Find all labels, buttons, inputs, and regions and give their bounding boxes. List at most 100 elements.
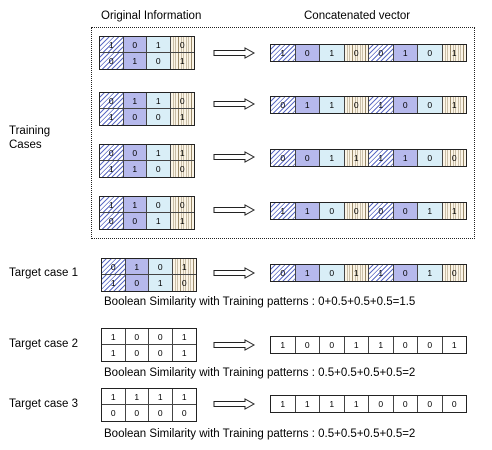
arrow-icon xyxy=(213,98,255,110)
original-information-header: Original Information xyxy=(101,10,202,22)
grid-cell: 1 xyxy=(172,259,196,275)
grid-cell: 0 xyxy=(102,259,126,275)
vector-cell: 1 xyxy=(271,337,296,353)
grid-cell: 1 xyxy=(147,37,171,53)
arrow-icon xyxy=(213,47,255,59)
vector-cell: 0 xyxy=(344,203,369,219)
vector-cell: 1 xyxy=(393,45,418,61)
similarity-text-3: Boolean Similarity with Training pattern… xyxy=(104,428,416,440)
grid-cell: 0 xyxy=(123,109,147,125)
grid-cell: 0 xyxy=(149,345,173,361)
grid-cell: 0 xyxy=(170,161,194,177)
target-case-1-label: Target case 1 xyxy=(9,267,79,279)
vector-cell: 0 xyxy=(295,337,320,353)
arrow-icon xyxy=(213,151,255,163)
vector-cell: 1 xyxy=(442,45,466,61)
vector-cell: 1 xyxy=(418,203,443,219)
grid-cell: 0 xyxy=(100,145,124,161)
vector-cell: 1 xyxy=(393,150,418,166)
vector-cell: 0 xyxy=(369,45,394,61)
grid-cell: 1 xyxy=(102,389,126,405)
grid-cell: 0 xyxy=(123,213,147,229)
grid-cell: 1 xyxy=(170,109,194,125)
grid-cell: 1 xyxy=(102,275,126,291)
vector-cell: 1 xyxy=(369,150,394,166)
vector-cell: 0 xyxy=(295,45,320,61)
grid-cell: 1 xyxy=(100,109,124,125)
vector-cell: 0 xyxy=(442,265,466,281)
vector-cell: 1 xyxy=(344,150,369,166)
grid-cell: 1 xyxy=(170,213,194,229)
grid-cell: 0 xyxy=(123,37,147,53)
target-case-2-label: Target case 2 xyxy=(9,338,79,350)
arrow-icon xyxy=(213,267,255,279)
grid-cell: 1 xyxy=(172,329,196,345)
grid-cell: 0 xyxy=(147,197,171,213)
vector-cell: 1 xyxy=(320,396,345,412)
vector-cell: 0 xyxy=(369,396,394,412)
grid-cell: 1 xyxy=(172,345,196,361)
grid-cell: 0 xyxy=(170,93,194,109)
vector-cell: 1 xyxy=(320,97,345,113)
vector-cell: 0 xyxy=(271,265,296,281)
vector-cell: 0 xyxy=(418,337,443,353)
vector-cell: 1 xyxy=(271,45,296,61)
vector-cell: 0 xyxy=(344,97,369,113)
vector-cell: 1 xyxy=(442,97,466,113)
vector-cell: 0 xyxy=(369,203,394,219)
grid-cell: 1 xyxy=(123,197,147,213)
grid-cell: 0 xyxy=(149,329,173,345)
vector-cell: 1 xyxy=(320,150,345,166)
vector-cell: 0 xyxy=(442,150,466,166)
grid-cell: 1 xyxy=(123,161,147,177)
arrow-icon xyxy=(213,204,255,216)
grid-cell: 1 xyxy=(149,389,173,405)
vector-cell: 1 xyxy=(295,265,320,281)
similarity-text-1: Boolean Similarity with Training pattern… xyxy=(104,296,416,308)
vector-cell: 0 xyxy=(393,265,418,281)
grid-cell: 1 xyxy=(102,329,126,345)
concatenated-vector-header: Concatenated vector xyxy=(304,10,411,22)
grid-cell: 0 xyxy=(149,259,173,275)
grid-cell: 0 xyxy=(147,161,171,177)
grid-cell: 0 xyxy=(147,53,171,69)
vector-cell: 1 xyxy=(369,337,394,353)
vector-cell: 0 xyxy=(418,45,443,61)
grid-cell: 1 xyxy=(102,345,126,361)
vector-cell: 0 xyxy=(393,337,418,353)
vector-cell: 1 xyxy=(295,396,320,412)
grid-cell: 0 xyxy=(125,345,149,361)
vector-cell: 1 xyxy=(344,337,369,353)
grid-cell: 0 xyxy=(125,405,149,421)
similarity-text-2: Boolean Similarity with Training pattern… xyxy=(104,367,416,379)
vector-cell: 0 xyxy=(442,396,466,412)
grid-cell: 1 xyxy=(123,53,147,69)
vector-cell: 0 xyxy=(320,203,345,219)
grid-cell: 1 xyxy=(170,145,194,161)
arrow-icon xyxy=(213,398,255,410)
vector-cell: 1 xyxy=(369,97,394,113)
grid-cell: 0 xyxy=(170,37,194,53)
grid-cell: 0 xyxy=(172,405,196,421)
vector-cell: 1 xyxy=(295,203,320,219)
grid-cell: 0 xyxy=(170,197,194,213)
vector-cell: 1 xyxy=(271,203,296,219)
vector-cell: 0 xyxy=(271,150,296,166)
grid-cell: 0 xyxy=(100,213,124,229)
vector-cell: 0 xyxy=(418,396,443,412)
grid-cell: 1 xyxy=(123,93,147,109)
grid-cell: 0 xyxy=(102,405,126,421)
vector-cell: 1 xyxy=(295,97,320,113)
grid-cell: 0 xyxy=(123,145,147,161)
grid-cell: 0 xyxy=(125,329,149,345)
training-cases-box xyxy=(91,27,475,239)
vector-cell: 0 xyxy=(320,265,345,281)
grid-cell: 1 xyxy=(125,259,149,275)
